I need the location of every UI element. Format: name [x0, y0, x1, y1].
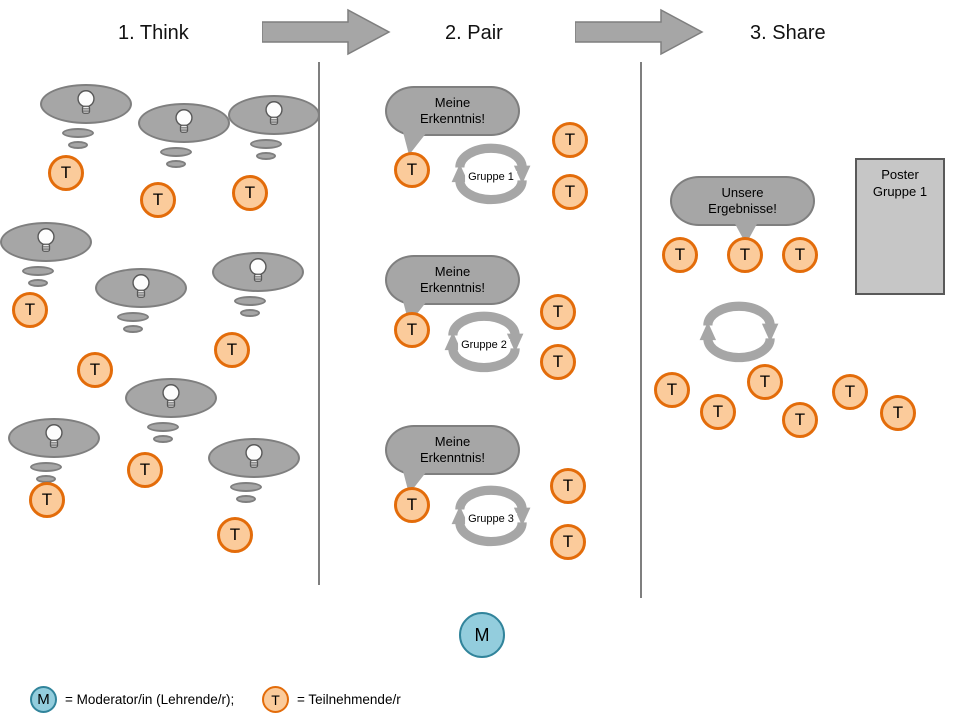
participant-circle: T — [880, 395, 916, 431]
speech-text: Unsere Ergebnisse! — [708, 184, 777, 216]
legend-moderator: M = Moderator/in (Lehrende/r); — [30, 686, 234, 713]
cycle-arrows-icon — [699, 301, 779, 363]
speech-bubble-unsere-ergebnisse: Unsere Ergebnisse! — [670, 176, 815, 244]
thought-trail-dot — [230, 482, 262, 492]
discussion-cycle-group-3: Gruppe 3 — [445, 482, 537, 548]
header-share: 3. Share — [750, 22, 826, 44]
thought-bubble — [125, 378, 217, 418]
thought-trail-dot — [30, 462, 62, 472]
participant-circle: T — [140, 182, 176, 218]
legend-participant: T = Teilnehmende/r — [262, 686, 401, 713]
participant-circle: T — [77, 352, 113, 388]
thought-trail-dot — [256, 152, 276, 160]
participant-circle: T — [540, 344, 576, 380]
thought-bubble — [95, 268, 187, 308]
share-discussion-cycle — [693, 298, 785, 364]
poster-text: Poster Gruppe 1 — [872, 167, 928, 199]
participant-circle: T — [782, 237, 818, 273]
participant-circle: T — [550, 524, 586, 560]
header-think: 1. Think — [118, 22, 189, 44]
thought-trail-dot — [62, 128, 94, 138]
legend-participant-text: = Teilnehmende/r — [297, 692, 401, 707]
lightbulb-icon — [77, 90, 95, 114]
participant-circle: T — [552, 174, 588, 210]
lightbulb-icon — [132, 274, 150, 298]
thought-trail-dot — [68, 141, 88, 149]
participant-circle: T — [48, 155, 84, 191]
lightbulb-icon — [265, 101, 283, 125]
participant-circle: T — [394, 152, 430, 188]
thought-trail-dot — [250, 139, 282, 149]
participant-circle: T — [232, 175, 268, 211]
discussion-cycle-group-2: Gruppe 2 — [438, 308, 530, 374]
lightbulb-icon — [45, 424, 63, 448]
header-pair: 2. Pair — [445, 22, 503, 44]
lightbulb-icon — [37, 228, 55, 252]
participant-circle: T — [552, 122, 588, 158]
speech-tail — [403, 132, 427, 155]
speech-text: Meine Erkenntnis! — [419, 94, 486, 126]
lightbulb-icon — [162, 384, 180, 408]
participant-circle: T — [700, 394, 736, 430]
participant-circle: T — [217, 517, 253, 553]
participant-circle: T — [747, 364, 783, 400]
thought-bubble — [8, 418, 100, 458]
cycle-arrows-icon — [451, 485, 531, 547]
participant-circle: T — [394, 312, 430, 348]
thought-trail-dot — [123, 325, 143, 333]
thought-trail-dot — [22, 266, 54, 276]
arrow-pair-to-share-icon — [575, 8, 704, 56]
legend-participant-symbol: T — [262, 686, 289, 713]
thought-bubble — [40, 84, 132, 124]
speech-bubble-group-2: Meine Erkenntnis! — [385, 255, 520, 324]
thought-trail-dot — [117, 312, 149, 322]
legend-moderator-symbol: M — [30, 686, 57, 713]
participant-circle: T — [214, 332, 250, 368]
thought-trail-dot — [153, 435, 173, 443]
group-label: Gruppe 2 — [458, 338, 510, 351]
thought-trail-dot — [28, 279, 48, 287]
cycle-arrows-icon — [451, 143, 531, 205]
thought-bubble — [138, 103, 230, 143]
participant-circle: T — [662, 237, 698, 273]
divider-think-pair — [318, 62, 320, 585]
moderator-circle: M — [459, 612, 505, 658]
thought-trail-dot — [160, 147, 192, 157]
poster-gruppe-1: Poster Gruppe 1 — [855, 158, 945, 295]
lightbulb-icon — [245, 444, 263, 468]
participant-circle: T — [29, 482, 65, 518]
participant-circle: T — [832, 374, 868, 410]
participant-circle: T — [654, 372, 690, 408]
discussion-cycle-group-1: Gruppe 1 — [445, 140, 537, 206]
divider-pair-share — [640, 62, 642, 598]
participant-circle: T — [550, 468, 586, 504]
lightbulb-icon — [249, 258, 267, 282]
participant-circle: T — [540, 294, 576, 330]
thought-bubble — [228, 95, 320, 135]
lightbulb-icon — [175, 109, 193, 133]
thought-trail-dot — [147, 422, 179, 432]
participant-circle: T — [12, 292, 48, 328]
thought-trail-dot — [240, 309, 260, 317]
thought-trail-dot — [234, 296, 266, 306]
thought-bubble — [0, 222, 92, 262]
participant-circle: T — [727, 237, 763, 273]
thought-bubble — [212, 252, 304, 292]
arrow-think-to-pair-icon — [262, 8, 391, 56]
cycle-arrows-icon — [444, 311, 524, 373]
legend-moderator-text: = Moderator/in (Lehrende/r); — [65, 692, 235, 707]
participant-circle: T — [127, 452, 163, 488]
speech-bubble-group-3: Meine Erkenntnis! — [385, 425, 520, 494]
thought-trail-dot — [166, 160, 186, 168]
speech-text: Meine Erkenntnis! — [419, 263, 486, 295]
speech-text: Meine Erkenntnis! — [419, 433, 486, 465]
speech-bubble-group-1: Meine Erkenntnis! — [385, 86, 520, 155]
group-label: Gruppe 3 — [465, 512, 517, 525]
participant-circle: T — [782, 402, 818, 438]
participant-circle: T — [394, 487, 430, 523]
thought-bubble — [208, 438, 300, 478]
group-label: Gruppe 1 — [465, 170, 517, 183]
thought-trail-dot — [236, 495, 256, 503]
